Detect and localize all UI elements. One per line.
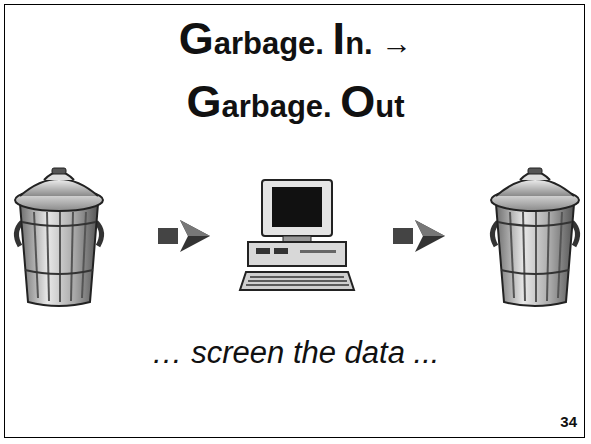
title-word: →	[381, 26, 412, 61]
initial-letter: I	[333, 13, 346, 64]
slide-caption: … screen the data ...	[0, 335, 591, 371]
trash-can-in	[15, 168, 103, 306]
title-word: Garbage.	[179, 26, 324, 61]
flow-arrow	[158, 220, 210, 252]
flow-arrow	[393, 220, 445, 252]
title-word: Out	[340, 89, 404, 124]
page-number: 34	[560, 413, 577, 430]
slide-title: Garbage. In. → Garbage. Out	[0, 10, 591, 136]
title-word: In.	[333, 26, 373, 61]
initial-letter: G	[179, 13, 214, 64]
computer-icon	[240, 180, 354, 290]
initial-letter: O	[340, 76, 375, 127]
initial-letter: G	[186, 76, 221, 127]
trash-can-out	[491, 168, 579, 306]
title-word: Garbage.	[186, 89, 331, 124]
